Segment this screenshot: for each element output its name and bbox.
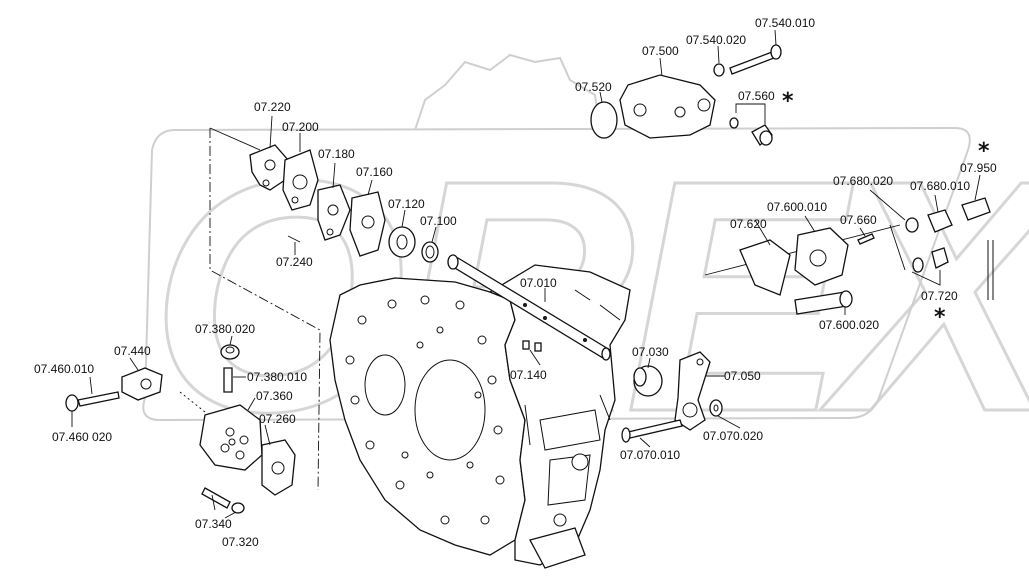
label-07-460-020: 07.460 020 xyxy=(52,430,112,444)
watermark-frame xyxy=(142,126,971,422)
label-07-380-010: 07.380.010 xyxy=(247,370,307,384)
washer-07-460-020 xyxy=(65,394,79,412)
sensor-07-680-010 xyxy=(927,209,953,233)
transmission-housing xyxy=(329,264,631,569)
bolt-07-600-020 xyxy=(794,290,853,315)
label-07-600-020: 07.600.020 xyxy=(819,318,879,332)
label-07-380-020: 07.380.020 xyxy=(195,322,255,336)
plate-07-200 xyxy=(282,149,319,211)
roller-07-030 xyxy=(633,365,663,397)
label-07-320: 07.320 xyxy=(222,535,259,549)
snap-ring-07-100 xyxy=(421,241,439,263)
label-07-200: 07.200 xyxy=(282,120,319,134)
asterisk-07-720: * xyxy=(934,305,946,330)
nut-07-380-020 xyxy=(220,344,240,360)
label-07-010: 07.010 xyxy=(520,276,557,290)
label-07-440: 07.440 xyxy=(114,344,151,358)
leader-lines xyxy=(71,29,981,519)
washer-07-070-020 xyxy=(709,399,723,417)
lever-07-180 xyxy=(317,184,351,241)
bolt-07-460-010 xyxy=(77,391,120,407)
housing-bolt-holes xyxy=(345,295,505,525)
housing-boss-1 xyxy=(571,453,589,471)
screw-07-380-010 xyxy=(223,367,233,393)
bolt-07-070-010 xyxy=(621,419,683,443)
ball-07-320 xyxy=(231,502,245,514)
label-07-540-010: 07.540.010 xyxy=(755,16,815,30)
asterisk-07-560: * xyxy=(782,89,794,114)
label-07-360: 07.360 xyxy=(256,389,293,403)
label-07-560: 07.560 xyxy=(738,89,775,103)
connector-07-950 xyxy=(961,197,994,300)
label-07-070-010: 07.070.010 xyxy=(620,448,680,462)
label-07-240: 07.240 xyxy=(276,255,313,269)
label-07-460-010: 07.460.010 xyxy=(34,362,94,376)
pins-07-140 xyxy=(522,340,542,352)
cover-07-260 xyxy=(261,439,296,496)
housing-bore-small xyxy=(364,354,406,416)
label-07-620: 07.620 xyxy=(730,217,767,231)
label-07-140: 07.140 xyxy=(510,368,547,382)
label-07-950: 07.950 xyxy=(960,161,997,175)
label-07-540-020: 07.540.020 xyxy=(686,33,746,47)
label-07-600-010: 07.600.010 xyxy=(767,200,827,214)
housing-foot xyxy=(529,527,586,569)
cover-07-600-010 xyxy=(794,227,849,286)
housing-boss-2 xyxy=(553,513,567,527)
label-07-680-010: 07.680.010 xyxy=(910,179,970,193)
pin-07-240 xyxy=(287,235,301,243)
label-07-180: 07.180 xyxy=(318,147,355,161)
label-07-160: 07.160 xyxy=(356,165,393,179)
label-07-520: 07.520 xyxy=(575,80,612,94)
housing-ribs xyxy=(524,289,621,446)
label-07-260: 07.260 xyxy=(259,412,296,426)
plate-07-160 xyxy=(349,191,386,257)
label-07-100: 07.100 xyxy=(420,214,457,228)
bolt-07-540-010 xyxy=(729,44,782,75)
label-07-050: 07.050 xyxy=(724,369,761,383)
label-07-070-020: 07.070.020 xyxy=(703,429,763,443)
label-07-500: 07.500 xyxy=(642,44,679,58)
label-07-030: 07.030 xyxy=(632,345,669,359)
washer-07-540-020 xyxy=(713,63,725,77)
block-07-440 xyxy=(121,367,163,401)
part-labels: 07.010 07.030 07.050 07.070.010 07.070.0… xyxy=(34,16,997,549)
pump-07-500 xyxy=(619,74,716,139)
spring-07-340 xyxy=(201,487,231,509)
label-07-720: 07.720 xyxy=(921,289,958,303)
asterisk-07-950: * xyxy=(978,139,990,164)
label-07-120: 07.120 xyxy=(388,197,425,211)
housing-07-360 xyxy=(199,404,263,471)
label-07-220: 07.220 xyxy=(254,100,291,114)
seal-ring-07-520 xyxy=(590,101,618,139)
pin-07-660 xyxy=(857,233,875,245)
plug-07-560 xyxy=(729,117,773,146)
label-07-680-020: 07.680.020 xyxy=(833,174,893,188)
gasket-07-620 xyxy=(739,239,791,296)
housing-bore-large xyxy=(414,359,486,461)
sensor-07-720 xyxy=(912,247,949,273)
lever-07-050 xyxy=(674,351,711,431)
label-07-340: 07.340 xyxy=(195,517,232,531)
label-07-660: 07.660 xyxy=(840,213,877,227)
bushing-07-120 xyxy=(388,226,416,258)
oring-07-680-020 xyxy=(905,217,919,233)
watermark-gear xyxy=(414,53,601,131)
lever-07-220 xyxy=(249,144,289,191)
shift-shaft-07-010 xyxy=(447,254,611,361)
